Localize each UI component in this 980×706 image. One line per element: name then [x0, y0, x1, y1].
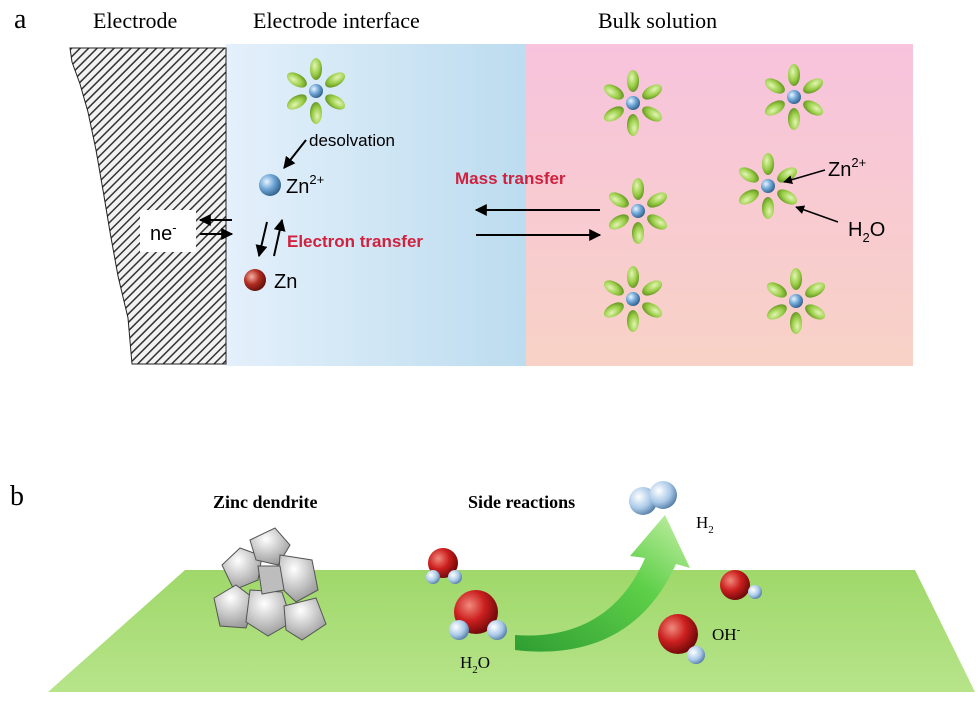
water-lobe	[766, 282, 787, 298]
cluster-bulk-5	[603, 266, 663, 332]
panel-b-label: b	[10, 481, 24, 512]
h2-molecule	[629, 481, 677, 515]
water-lobe	[627, 310, 639, 332]
header-bulk-solution: Bulk solution	[598, 8, 717, 33]
water-lobe	[325, 72, 346, 88]
zn-ion-core	[789, 294, 803, 308]
water-lobe	[788, 64, 800, 86]
water-lobe	[805, 304, 826, 320]
water-lobe	[764, 100, 785, 116]
zn-ion-core	[309, 84, 323, 98]
zn-ion-core	[761, 179, 775, 193]
legend-water-label: H2O	[848, 219, 885, 245]
zinc-dendrite	[213, 527, 327, 641]
side-reactions-label: Side reactions	[468, 492, 575, 512]
hydroxide-ion	[658, 614, 705, 664]
zinc-dendrite-label: Zinc dendrite	[213, 492, 318, 512]
cluster-bulk-3	[608, 178, 668, 244]
water-lobe	[803, 78, 824, 94]
water-lobe	[608, 214, 629, 230]
water-lobe	[790, 268, 802, 290]
electron-transfer-label: Electron transfer	[287, 232, 423, 251]
water-molecule-small	[426, 548, 462, 584]
header-electrode: Electrode	[93, 8, 177, 33]
bulk-region	[526, 44, 913, 366]
zn-ion-sphere	[259, 174, 281, 196]
water-lobe	[627, 70, 639, 92]
water-lobe	[627, 114, 639, 136]
reaction-arrow	[515, 515, 690, 652]
panel-b: b Zinc dendrite Side reactions H2	[10, 481, 975, 692]
legend-water-pointer	[795, 205, 839, 223]
legend-zn-ion-label: Zn2+	[828, 155, 866, 181]
water-lobe	[805, 282, 826, 298]
zn-ion-core	[626, 292, 640, 306]
zinc-surface	[48, 570, 975, 692]
cluster-interface	[286, 58, 346, 124]
water-lobe	[325, 94, 346, 110]
zn-ion-core	[631, 204, 645, 218]
water-lobe	[632, 222, 644, 244]
water-lobe	[603, 280, 624, 296]
water-lobe	[603, 84, 624, 100]
electrode-hatched	[69, 47, 227, 365]
water-lobe	[762, 197, 774, 219]
cluster-bulk-1	[603, 70, 663, 136]
electron-label-box	[140, 210, 196, 252]
water-lobe	[647, 214, 668, 230]
water-lobe	[738, 167, 759, 183]
zn-ion-label: Zn2+	[286, 172, 324, 198]
electrons-label: ne-	[150, 220, 177, 245]
water-lobe	[642, 106, 663, 122]
water-molecule-right	[720, 570, 762, 600]
water-lobe	[603, 302, 624, 318]
water-lobe	[764, 78, 785, 94]
cluster-bulk-4	[738, 153, 798, 219]
water-lobe	[766, 304, 787, 320]
oh-label: OH-	[712, 624, 741, 644]
water-lobe	[608, 192, 629, 208]
water-lobe	[762, 153, 774, 175]
water-molecule-large	[449, 590, 507, 640]
water-lobe	[777, 189, 798, 205]
h2-label: H2	[696, 513, 714, 536]
water-lobe	[310, 58, 322, 80]
water-lobe	[642, 280, 663, 296]
water-lobe	[627, 266, 639, 288]
panel-a-label: a	[14, 4, 27, 35]
mass-transfer-label: Mass transfer	[455, 169, 566, 188]
interface-region	[226, 44, 526, 366]
zn-metal-label: Zn	[274, 271, 297, 293]
reduction-arrow	[255, 221, 268, 258]
water-lobe	[647, 192, 668, 208]
water-lobe	[738, 189, 759, 205]
water-lobe	[286, 94, 307, 110]
header-electrode-interface: Electrode interface	[253, 8, 420, 33]
water-lobe	[642, 302, 663, 318]
zn-ion-core	[787, 90, 801, 104]
zn-metal-sphere	[244, 269, 266, 291]
panel-a: a Electrode Electrode interface Bulk sol…	[14, 4, 913, 366]
oxidation-arrow	[273, 218, 286, 257]
zn-ion-core	[626, 96, 640, 110]
water-lobe	[632, 178, 644, 200]
cluster-bulk-2	[764, 64, 824, 130]
water-lobe	[788, 108, 800, 130]
h2o-label: H2O	[460, 653, 490, 676]
legend-zn-ion-pointer	[783, 169, 826, 185]
water-lobe	[803, 100, 824, 116]
water-lobe	[286, 72, 307, 88]
water-lobe	[310, 102, 322, 124]
water-lobe	[603, 106, 624, 122]
water-lobe	[790, 312, 802, 334]
cluster-bulk-6	[766, 268, 826, 334]
desolvation-arrow	[283, 139, 307, 169]
water-lobe	[642, 84, 663, 100]
desolvation-label: desolvation	[309, 131, 395, 150]
